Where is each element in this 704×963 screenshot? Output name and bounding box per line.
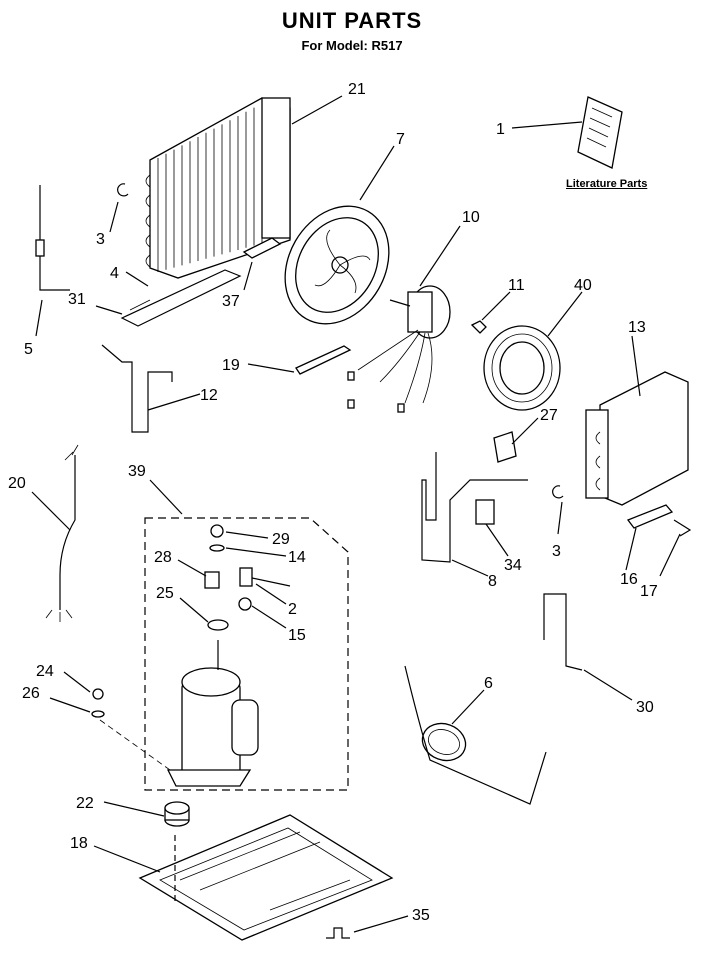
callout-17: 17 xyxy=(640,583,658,600)
pad-34 xyxy=(475,499,495,525)
callout-37: 37 xyxy=(222,293,240,310)
base-pan xyxy=(138,814,394,941)
callout-12: 12 xyxy=(200,387,218,404)
tube-30 xyxy=(543,593,583,671)
page-title: UNIT PARTS xyxy=(281,8,423,33)
leader-lines xyxy=(31,95,681,933)
strap-35 xyxy=(326,927,350,939)
callout-3b: 3 xyxy=(552,543,561,560)
callout-11: 11 xyxy=(508,277,525,294)
callout-3: 3 xyxy=(96,231,105,248)
compressor-hardware xyxy=(204,524,291,631)
screw-17 xyxy=(673,519,692,537)
callout-35: 35 xyxy=(412,907,430,924)
thermostat-19 xyxy=(295,345,352,375)
callout-1: 1 xyxy=(496,121,505,138)
condenser-coil xyxy=(145,97,291,279)
callout-18: 18 xyxy=(70,835,88,852)
callout-20: 20 xyxy=(8,475,26,492)
callout-25: 25 xyxy=(156,585,174,602)
callout-7: 7 xyxy=(396,131,405,148)
model-subtitle: For Model: R517 xyxy=(301,38,403,53)
callout-5: 5 xyxy=(24,341,33,358)
nut-11 xyxy=(470,320,487,334)
filter-27 xyxy=(493,431,517,463)
callout-labels: 1 21 7 10 11 40 13 3 4 31 5 37 19 12 20 … xyxy=(8,81,658,924)
grommet-22 xyxy=(164,801,190,827)
callout-34: 34 xyxy=(504,557,522,574)
washer-26 xyxy=(91,710,105,718)
compressor-kit-outline xyxy=(144,517,349,791)
cap-tube xyxy=(35,185,70,291)
drain-tube-assembly xyxy=(120,269,242,327)
callout-19: 19 xyxy=(222,357,240,374)
callout-6: 6 xyxy=(484,675,493,692)
callout-22: 22 xyxy=(76,795,94,812)
power-cord xyxy=(45,444,79,622)
blower-wheel xyxy=(483,325,561,411)
clip-3b xyxy=(552,485,564,499)
callout-26: 26 xyxy=(22,685,40,702)
callout-39: 39 xyxy=(128,463,146,480)
tube-8 xyxy=(421,452,528,563)
callout-14: 14 xyxy=(288,549,306,566)
callout-21: 21 xyxy=(348,81,366,98)
grommet-24 xyxy=(92,688,104,700)
literature-parts-label: Literature Parts xyxy=(566,178,648,190)
clip-3 xyxy=(117,183,129,197)
bracket-37 xyxy=(242,237,282,259)
callout-24: 24 xyxy=(36,663,54,680)
callout-16: 16 xyxy=(620,571,638,588)
callout-31: 31 xyxy=(68,291,86,308)
bracket-16 xyxy=(626,504,674,529)
callout-15: 15 xyxy=(288,627,306,644)
callout-29: 29 xyxy=(272,531,290,548)
compressor xyxy=(166,640,259,787)
callout-30: 30 xyxy=(636,699,654,716)
fan-blade xyxy=(284,205,390,325)
callout-8: 8 xyxy=(488,573,497,590)
fan-motor xyxy=(347,285,451,413)
callout-10: 10 xyxy=(462,209,480,226)
shroud-ring xyxy=(404,665,547,805)
literature-booklet xyxy=(577,96,623,169)
callout-28: 28 xyxy=(154,549,172,566)
callout-4: 4 xyxy=(110,265,119,282)
callout-2: 2 xyxy=(288,601,297,618)
evaporator-coil xyxy=(585,371,689,506)
callout-27: 27 xyxy=(540,407,558,424)
callout-40: 40 xyxy=(574,277,592,294)
tube-12 xyxy=(101,344,173,433)
callout-13: 13 xyxy=(628,319,646,336)
